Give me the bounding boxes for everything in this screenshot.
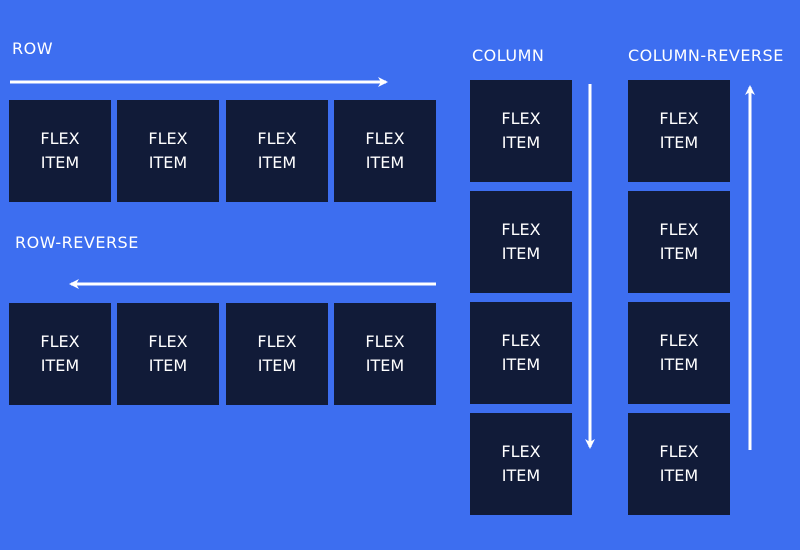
column-reverse-label: COLUMN-REVERSE	[628, 46, 784, 65]
column-label: COLUMN	[472, 46, 545, 65]
row-reverse-label: ROW-REVERSE	[15, 233, 139, 252]
row-label: ROW	[12, 39, 54, 58]
